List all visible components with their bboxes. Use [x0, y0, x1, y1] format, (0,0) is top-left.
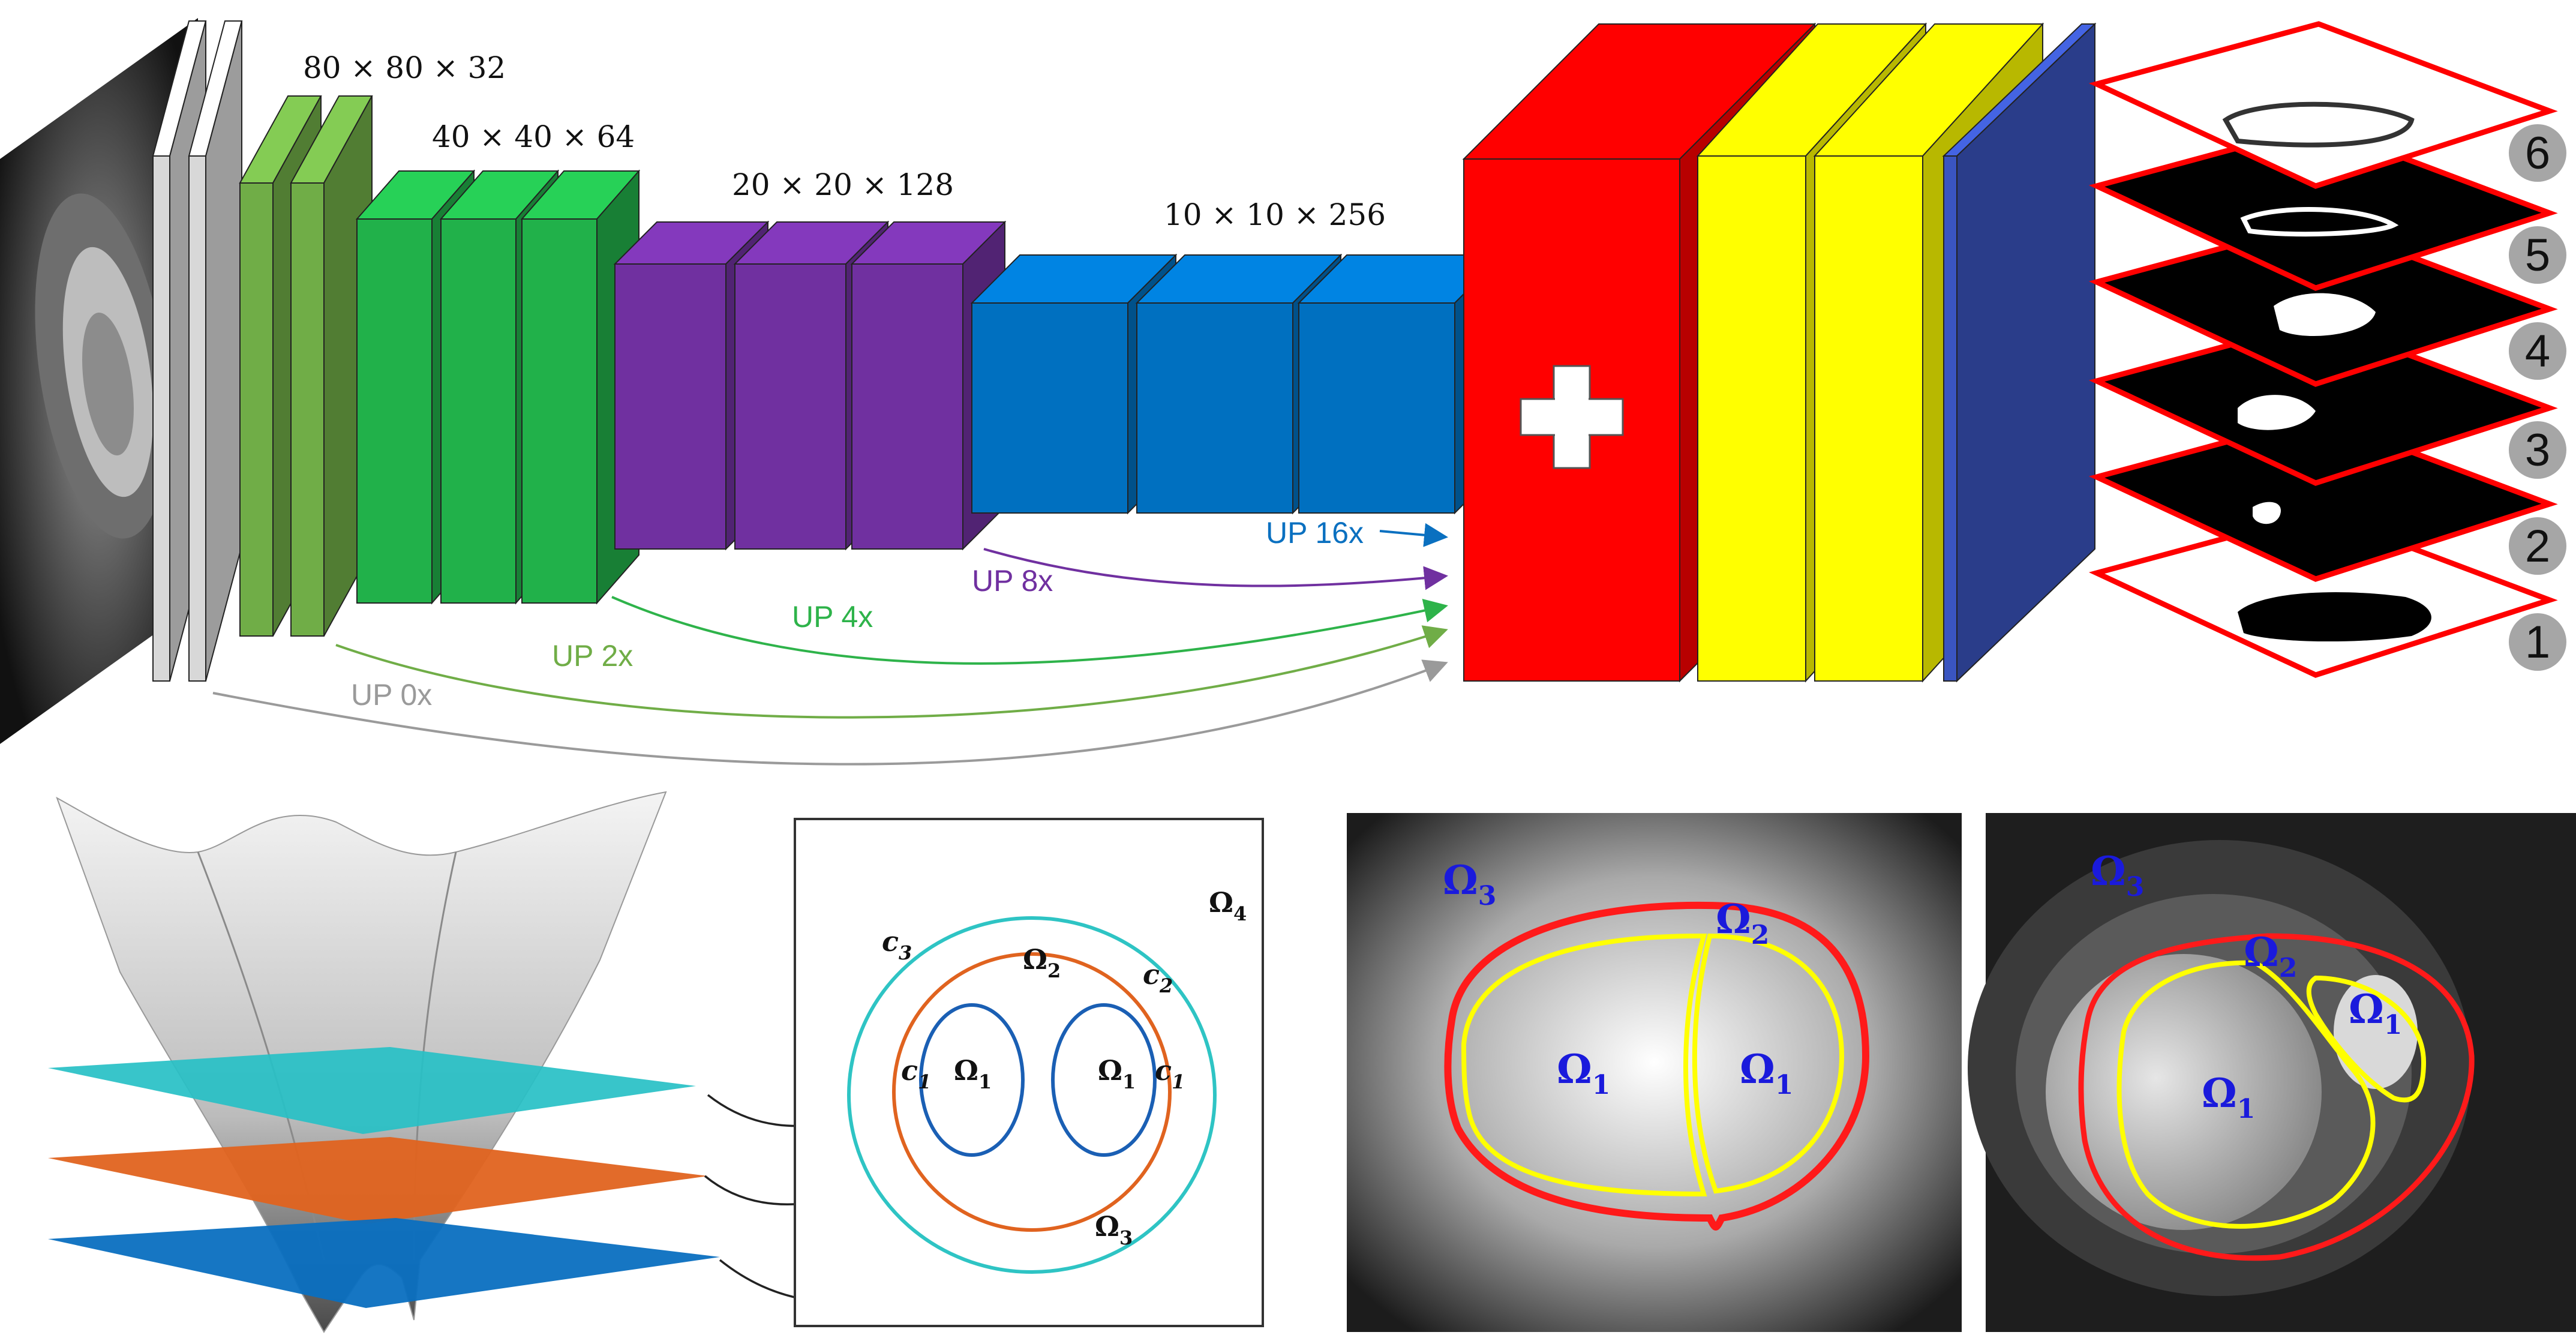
mri-omega1-left: Ω1: [2202, 1070, 2255, 1124]
skip-arrow-up4: [611, 596, 1448, 665]
label-omega2: Ω2: [1023, 943, 1061, 982]
synthetic-outer-contour: [1444, 901, 1870, 1231]
synthetic-background: [1347, 813, 1962, 1332]
output-map-5-number: 5: [2525, 230, 2550, 281]
block-gray-2: [188, 20, 243, 682]
synthetic-inner-contour-right: [1692, 933, 1845, 1194]
level-set-surface: [48, 791, 720, 1333]
output-map-3-number: 3: [2525, 425, 2550, 476]
contour-c3: [847, 916, 1217, 1274]
mri-segmentation-panel: Ω3 Ω2 Ω1 Ω1: [1968, 813, 2576, 1332]
mri-inner-contour-right: [2306, 975, 2427, 1103]
output-map-1-number-badge: [2509, 613, 2566, 671]
up8-label: UP 8x: [972, 564, 1053, 598]
up16-label: UP 16x: [1266, 516, 1364, 550]
up4-label: UP 4x: [792, 600, 873, 634]
up0-label: UP 0x: [351, 678, 432, 712]
synthetic-omega1-left: Ω1: [1557, 1046, 1610, 1100]
mri-omega1-right: Ω1: [2349, 986, 2402, 1040]
label-c1-right: c1: [1155, 1054, 1185, 1093]
skip-arrow-up8: [983, 548, 1448, 590]
synthetic-segmentation-panel: Ω3 Ω2 Ω1 Ω1: [1347, 813, 1962, 1332]
contour-c2: [892, 952, 1172, 1232]
output-map-6: 6: [2088, 21, 2566, 189]
output-map-3-number-badge: [2509, 421, 2566, 479]
block-output-blue: [1942, 22, 2097, 683]
level-set-diagram: c3 c2 c1 c1 Ω1 Ω1 Ω2 Ω3 Ω4: [794, 818, 1264, 1327]
level-plane-orange: [48, 1137, 708, 1224]
level-plane-blue: [48, 1218, 720, 1308]
label-omega3: Ω3: [1095, 1210, 1133, 1249]
output-map-4: 4: [2088, 219, 2566, 387]
output-map-2-number: 2: [2525, 521, 2550, 572]
output-map-1-number: 1: [2525, 617, 2550, 668]
synthetic-omega1-right: Ω1: [1740, 1046, 1793, 1100]
output-map-6-number-badge: [2509, 124, 2566, 182]
output-maps: 1 2 3 4 5 6: [2088, 21, 2566, 678]
label-c1-left: c1: [901, 1054, 931, 1093]
mri-omega3: Ω3: [2091, 848, 2144, 902]
contour-c1-left: [919, 1003, 1025, 1157]
synthetic-omega3: Ω3: [1443, 857, 1496, 911]
dim-label-40: 40 × 40 × 64: [432, 119, 635, 154]
conv-blocks: [152, 20, 2097, 683]
fusion-plus-icon: [1520, 365, 1624, 469]
output-map-4-number: 4: [2525, 326, 2550, 377]
output-map-2-number-badge: [2509, 517, 2566, 575]
label-omega1-left: Ω1: [954, 1054, 992, 1093]
label-omega4: Ω4: [1209, 886, 1247, 925]
synthetic-omega2: Ω2: [1716, 896, 1769, 950]
dim-label-20: 20 × 20 × 128: [732, 167, 954, 202]
label-c2: c2: [1143, 958, 1173, 997]
dim-label-10: 10 × 10 × 256: [1164, 197, 1386, 232]
output-map-5-number-badge: [2509, 226, 2566, 284]
mri-omega2: Ω2: [2244, 929, 2297, 983]
up2-label: UP 2x: [552, 639, 633, 673]
skip-arrow-up2: [335, 625, 1448, 719]
output-map-3: 3: [2088, 318, 2566, 486]
label-omega1-right: Ω1: [1098, 1054, 1136, 1093]
diagram-frame: [794, 818, 1264, 1327]
output-map-6-number: 6: [2525, 128, 2550, 179]
dim-label-80: 80 × 80 × 32: [303, 50, 506, 85]
mri-inner-contour-left: [2116, 960, 2376, 1229]
contour-c1-right: [1051, 1003, 1157, 1157]
label-c3: c3: [882, 925, 912, 964]
output-map-4-number-badge: [2509, 322, 2566, 380]
level-plane-cyan: [48, 1047, 696, 1134]
skip-arrow-up16: [1379, 523, 1448, 547]
synthetic-inner-contour-left: [1461, 934, 1707, 1197]
skip-arrow-up0: [212, 659, 1448, 766]
mri-outer-contour: [2078, 933, 2475, 1261]
network-architecture: 80 × 80 × 32 40 × 40 × 64 20 × 20 × 128 …: [0, 18, 2566, 766]
input-mri-slice: [0, 18, 198, 744]
